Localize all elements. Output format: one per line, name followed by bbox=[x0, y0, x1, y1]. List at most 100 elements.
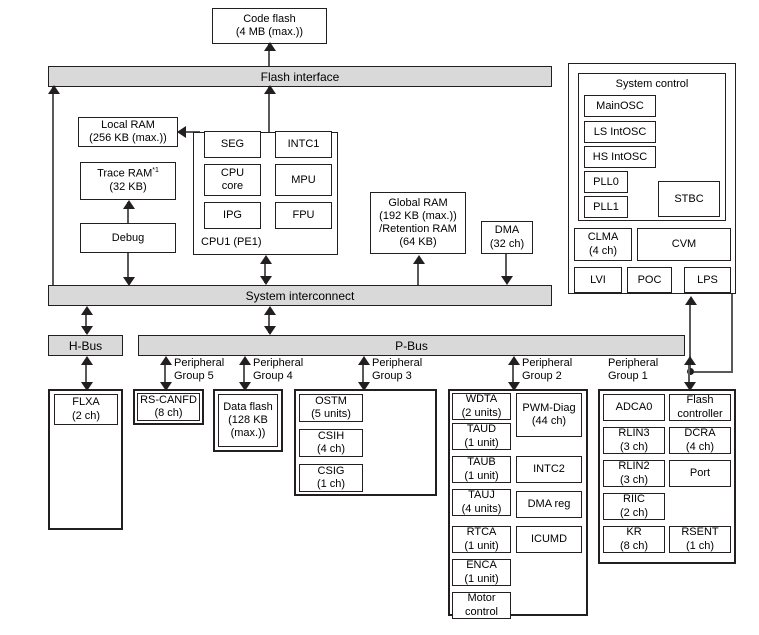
peripheral-rsent: RSENT (1 ch) bbox=[669, 526, 731, 553]
connector-cpu1-interconnect bbox=[264, 258, 266, 283]
connector-cpu1-localram bbox=[178, 131, 200, 133]
connector-interconnect-flashif bbox=[52, 87, 54, 285]
connector-sysctrl-branch bbox=[689, 300, 691, 372]
arrow-up-codeflash bbox=[264, 42, 276, 51]
peripheral-pwm-diag: PWM-Diag (44 ch) bbox=[516, 393, 582, 437]
arrow-up-cpu1-interconnect bbox=[260, 255, 272, 264]
connector-dma-interconnect bbox=[505, 254, 507, 281]
sysctrl-ls-intosc: LS IntOSC bbox=[584, 121, 656, 143]
sysctrl-mainosc: MainOSC bbox=[584, 95, 656, 117]
peripheral-rlin3: RLIN3 (3 ch) bbox=[603, 427, 665, 454]
peripheral-port: Port bbox=[669, 460, 731, 487]
peripheral-rs-canfd: RS-CANFD (8 ch) bbox=[137, 393, 200, 421]
connector-interconnect-pbus bbox=[268, 309, 270, 333]
label-peripheral-group-5: Peripheral Group 5 bbox=[174, 357, 225, 383]
peripheral-dcra: DCRA (4 ch) bbox=[669, 427, 731, 454]
peripheral-wdta: WDTA (2 units) bbox=[452, 393, 511, 420]
label-peripheral-group-3: Peripheral Group 3 bbox=[372, 357, 423, 383]
peripheral-riic: RIIC (2 ch) bbox=[603, 493, 665, 520]
arrow-up-hbus-flxa bbox=[81, 356, 93, 365]
cpu-unit-ipg: IPG bbox=[204, 202, 261, 229]
peripheral-taub: TAUB (1 unit) bbox=[452, 456, 511, 483]
label-peripheral-group-4: Peripheral Group 4 bbox=[253, 357, 304, 383]
sysctrl-stbc: STBC bbox=[658, 181, 720, 217]
arrow-up-left-flashif bbox=[48, 85, 60, 94]
arrow-up-sysctrl bbox=[685, 296, 697, 305]
arrow-down-dma bbox=[501, 276, 513, 285]
connector-pbus-group5 bbox=[164, 359, 166, 387]
connector-pbus-group1 bbox=[688, 359, 690, 387]
block-code-flash: Code flash (4 MB (max.)) bbox=[212, 8, 327, 44]
connector-flashif-codeflash bbox=[268, 44, 270, 66]
sysctrl-pll1: PLL1 bbox=[584, 196, 628, 218]
arrow-up-pbus bbox=[264, 306, 276, 315]
peripheral-rlin2: RLIN2 (3 ch) bbox=[603, 460, 665, 487]
bar-flash-interface: Flash interface bbox=[48, 66, 552, 87]
sysctrl-lps: LPS bbox=[684, 267, 731, 293]
connector-pbus-group2 bbox=[512, 359, 514, 387]
connector-pbus-group4 bbox=[243, 359, 245, 387]
arrow-up-group4 bbox=[239, 356, 251, 365]
peripheral-enca: ENCA (1 unit) bbox=[452, 559, 511, 586]
peripheral-ostm: OSTM (5 units) bbox=[299, 394, 363, 422]
connector-globalram-interconnect bbox=[417, 258, 419, 285]
connector-debug-traceram bbox=[127, 202, 129, 223]
bar-p-bus: P-Bus bbox=[138, 335, 685, 356]
connector-hbus-flxa bbox=[85, 359, 87, 387]
block-local-ram: Local RAM (256 KB (max.)) bbox=[78, 117, 178, 147]
peripheral-tauj: TAUJ (4 units) bbox=[452, 489, 511, 516]
cpu-unit-intc1: INTC1 bbox=[275, 131, 332, 158]
peripheral-icumd: ICUMD bbox=[516, 526, 582, 553]
arrow-up-group5 bbox=[160, 356, 172, 365]
block-debug: Debug bbox=[80, 223, 176, 253]
label-peripheral-group-1: Peripheral Group 1 bbox=[608, 357, 659, 383]
arrow-down-group3 bbox=[358, 382, 370, 391]
sysctrl-pll0: PLL0 bbox=[584, 171, 628, 193]
bar-p-bus-label: P-Bus bbox=[395, 338, 428, 353]
arrow-down-hbus bbox=[81, 326, 93, 335]
arrow-up-flashif bbox=[264, 85, 276, 94]
bar-system-interconnect-label: System interconnect bbox=[245, 288, 355, 303]
trace-ram-line1: Trace RAM*1 bbox=[97, 167, 159, 181]
cpu1-label: CPU1 (PE1) bbox=[201, 236, 262, 248]
peripheral-flash-controller: Flash controller bbox=[669, 394, 731, 421]
arrow-down-group4 bbox=[239, 382, 251, 391]
peripheral-csih: CSIH (4 ch) bbox=[299, 429, 363, 457]
trace-ram-footnote-marker: *1 bbox=[152, 167, 159, 175]
sysctrl-cvm: CVM bbox=[637, 228, 731, 261]
peripheral-flxa: FLXA (2 ch) bbox=[54, 394, 118, 425]
arrow-left-localram bbox=[177, 126, 186, 138]
bar-system-interconnect: System interconnect bbox=[48, 285, 552, 306]
arrow-down-group5 bbox=[160, 382, 172, 391]
block-trace-ram: Trace RAM*1 (32 KB) bbox=[80, 162, 176, 200]
arrow-down-debug bbox=[123, 277, 135, 286]
peripheral-taud: TAUD (1 unit) bbox=[452, 423, 511, 450]
arrow-down-group2 bbox=[508, 382, 520, 391]
arrow-up-traceram bbox=[123, 200, 135, 209]
arrow-down-group1 bbox=[684, 382, 696, 391]
arrow-up-globalram bbox=[413, 255, 425, 264]
arrow-down-cpu1-interconnect bbox=[260, 276, 272, 285]
connector-interconnect-hbus bbox=[85, 309, 87, 333]
peripheral-intc2: INTC2 bbox=[516, 456, 582, 483]
connector-sysctrl-horizontal bbox=[689, 371, 733, 373]
peripheral-adca0: ADCA0 bbox=[603, 394, 665, 421]
arrow-down-hbus-flxa bbox=[81, 382, 93, 391]
bar-flash-interface-label: Flash interface bbox=[260, 69, 340, 84]
arrow-up-hbus bbox=[81, 306, 93, 315]
sysctrl-poc: POC bbox=[627, 267, 672, 293]
peripheral-data-flash: Data flash (128 KB (max.)) bbox=[218, 394, 278, 447]
cpu-unit-seg: SEG bbox=[204, 131, 261, 158]
system-control-title: System control bbox=[615, 78, 689, 90]
connector-pbus-group3 bbox=[362, 359, 364, 387]
arrow-down-pbus bbox=[264, 326, 276, 335]
junction-dot-group1 bbox=[687, 368, 694, 375]
connector-debug-interconnect bbox=[127, 253, 129, 283]
block-global-ram: Global RAM (192 KB (max.)) /Retention RA… bbox=[370, 192, 466, 254]
arrow-up-group3 bbox=[358, 356, 370, 365]
bar-h-bus-label: H-Bus bbox=[68, 338, 103, 353]
cpu-unit-mpu: MPU bbox=[275, 164, 332, 196]
arrow-up-group1 bbox=[684, 356, 696, 365]
peripheral-kr: KR (8 ch) bbox=[603, 526, 665, 553]
peripheral-rtca: RTCA (1 unit) bbox=[452, 526, 511, 553]
